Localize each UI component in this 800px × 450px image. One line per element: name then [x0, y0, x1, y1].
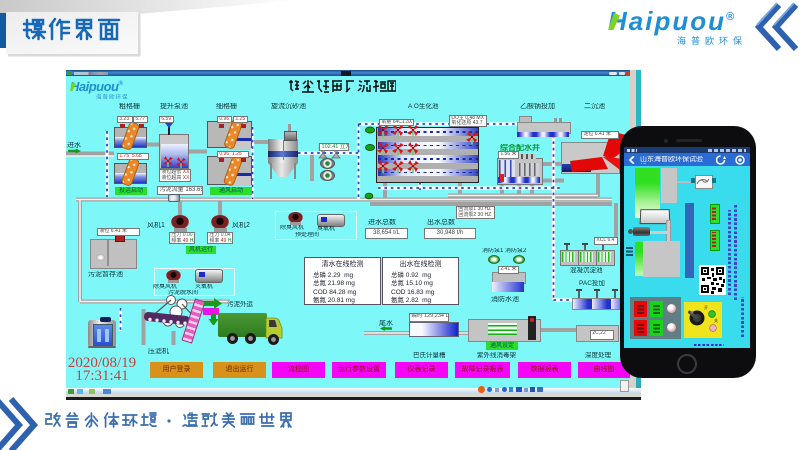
svg-text:关: 关: [714, 317, 718, 323]
svg-text:开: 开: [704, 305, 708, 310]
